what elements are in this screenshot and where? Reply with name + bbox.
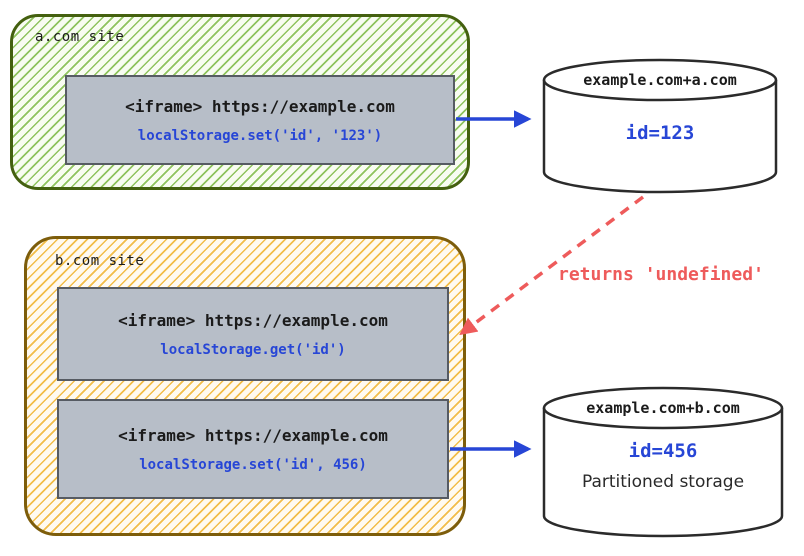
- site-b-localstorage-set-text: localStorage.set('id', 456): [139, 456, 367, 473]
- site-b-label: b.com site: [55, 253, 145, 269]
- storage-a-value: id=123: [625, 122, 695, 144]
- storage-b-caption: Partitioned storage: [581, 472, 745, 492]
- site-b-container: b.com site <iframe> https://example.com …: [24, 236, 466, 536]
- site-b-localstorage-get-text: localStorage.get('id'): [160, 341, 346, 358]
- site-a-iframe-tag-text: <iframe> https://example.com: [125, 96, 395, 116]
- cylinder-a-shape-icon: [542, 58, 778, 194]
- site-b-iframe-get-box: <iframe> https://example.com localStorag…: [57, 287, 449, 381]
- site-a-label: a.com site: [35, 29, 125, 45]
- cylinder-b-body: [542, 408, 784, 538]
- site-b-iframe-set-box: <iframe> https://example.com localStorag…: [57, 399, 449, 499]
- cylinder-b-top: [542, 386, 784, 430]
- storage-b-title: example.com+b.com: [586, 399, 740, 417]
- cylinder-b-shape-icon: [542, 386, 784, 538]
- storage-a-title: example.com+a.com: [583, 71, 737, 89]
- site-b-set-iframe-tag-text: <iframe> https://example.com: [118, 425, 388, 445]
- returns-undefined-label: returns 'undefined': [558, 264, 764, 285]
- site-a-iframe-box: <iframe> https://example.com localStorag…: [65, 75, 455, 165]
- storage-a-cylinder: example.com+a.com id=123: [540, 56, 780, 196]
- site-b-get-iframe-tag-text: <iframe> https://example.com: [118, 310, 388, 330]
- site-a-container: a.com site <iframe> https://example.com …: [10, 14, 470, 190]
- cylinder-a-body: [542, 80, 778, 194]
- storage-b-cylinder: example.com+b.com id=456 Partitioned sto…: [540, 384, 786, 542]
- site-a-localstorage-set-text: localStorage.set('id', '123'): [137, 127, 383, 144]
- cylinder-a-top: [542, 58, 778, 102]
- storage-b-value: id=456: [628, 440, 698, 462]
